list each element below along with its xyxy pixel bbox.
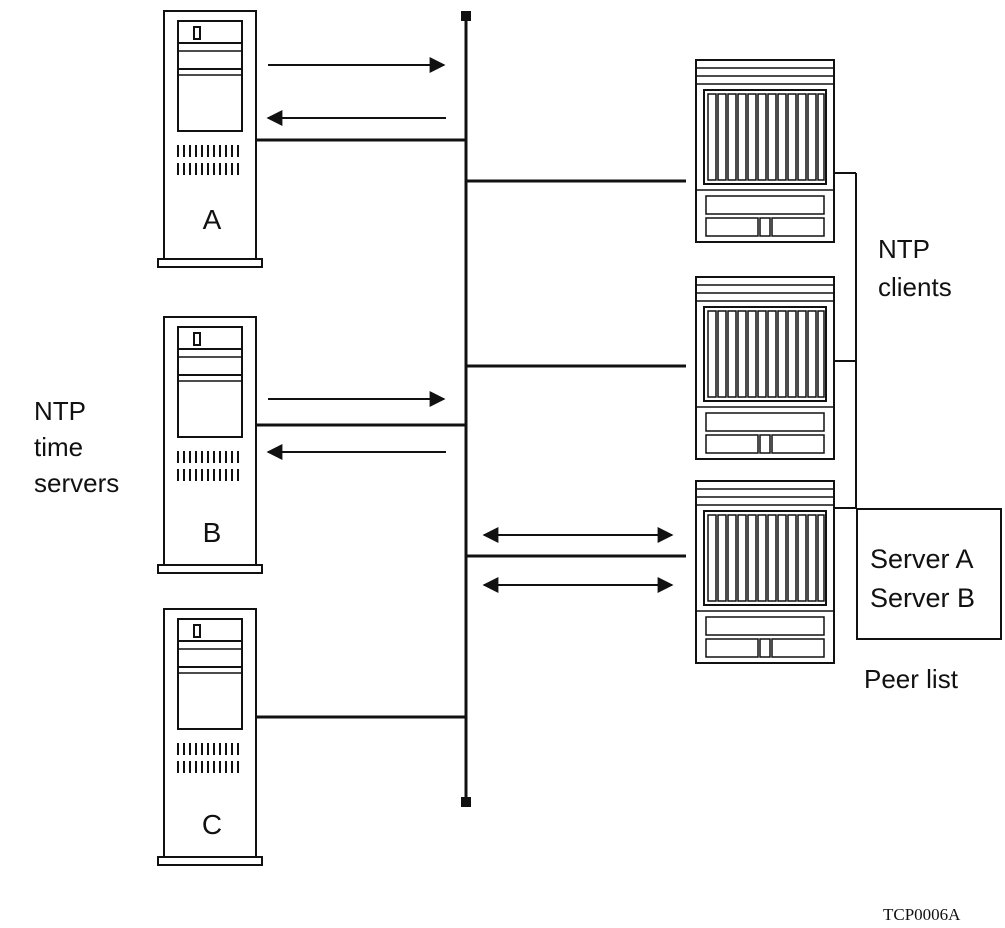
client-3-arrows <box>482 527 674 593</box>
server-b-label: B <box>202 517 222 548</box>
clients-label-line-1: NTP <box>878 234 930 264</box>
figure-id: TCP0006A <box>883 905 961 924</box>
backbone-top-terminator <box>461 11 471 21</box>
ntp-client-3-rack <box>695 480 835 664</box>
server-links <box>256 138 466 719</box>
clients-label-line-2: clients <box>878 272 952 302</box>
peer-list-box <box>856 508 1002 640</box>
time-servers-label-line-1: NTP <box>34 396 86 426</box>
clients-bracket <box>834 172 857 509</box>
server-c-label: C <box>201 809 223 840</box>
server-a-arrows <box>266 57 446 126</box>
client-links <box>466 179 686 558</box>
server-b-arrows <box>266 391 446 460</box>
time-servers-label-line-3: servers <box>34 468 120 498</box>
ntp-client-2-rack <box>695 276 835 460</box>
network-backbone <box>461 11 471 807</box>
peer-list-caption: Peer list <box>864 664 958 694</box>
peer-list-entry: Server A <box>870 544 974 574</box>
time-servers-label-line-2: time <box>34 432 84 462</box>
server-a-label: A <box>202 204 222 235</box>
peer-list-entry: Server B <box>870 583 976 613</box>
backbone-bottom-terminator <box>461 797 471 807</box>
ntp-client-1-rack <box>695 59 835 243</box>
